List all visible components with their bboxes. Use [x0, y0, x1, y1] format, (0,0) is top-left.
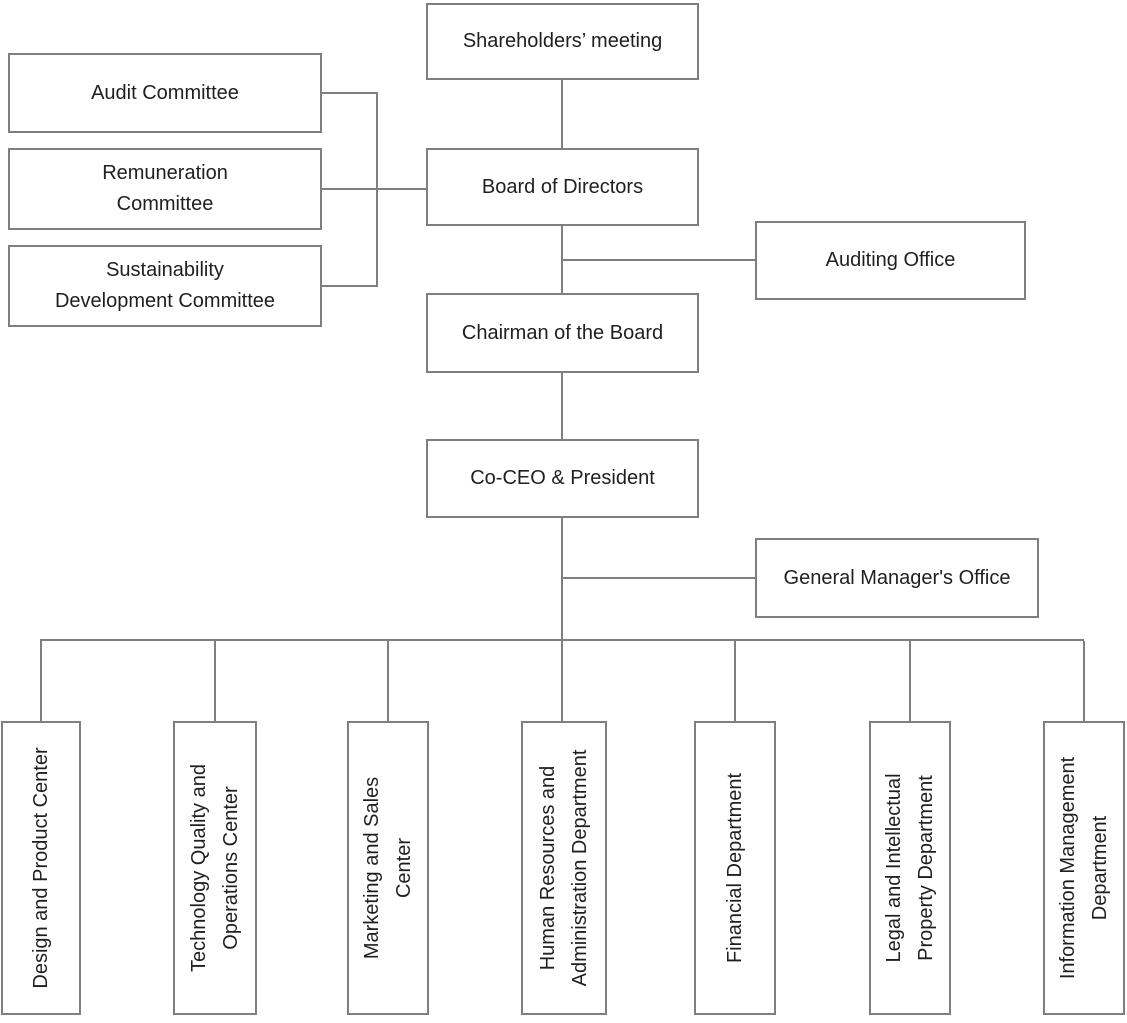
- connector-drop-information-dept: [1083, 641, 1085, 721]
- node-marketing-and-sales-center: Marketing and Sales Center: [347, 721, 429, 1015]
- connector-coceo-gm-office: [561, 577, 755, 579]
- node-general-managers-office: General Manager's Office: [755, 538, 1039, 618]
- node-label: Sustainability Development Committee: [54, 259, 276, 312]
- node-information-management-department: Information Management Department: [1043, 721, 1125, 1015]
- node-label: Design and Product Center: [30, 747, 52, 989]
- connector-drop-marketing-center: [387, 641, 389, 721]
- node-board-of-directors: Board of Directors: [426, 148, 699, 226]
- connector-drop-financial-dept: [734, 641, 736, 721]
- node-label: Marketing and Sales Center: [361, 776, 415, 960]
- node-label: Board of Directors: [481, 175, 644, 198]
- node-remuneration-committee: Remuneration Committee: [8, 148, 322, 230]
- node-label: Legal and Intellectual Property Departme…: [883, 773, 937, 963]
- node-label: Technology Quality and Operations Center: [188, 764, 242, 972]
- node-legal-intellectual-property-department: Legal and Intellectual Property Departme…: [869, 721, 951, 1015]
- connector-remuneration-board: [322, 188, 426, 190]
- node-chairman-of-the-board: Chairman of the Board: [426, 293, 699, 373]
- node-label: General Manager's Office: [783, 566, 1011, 589]
- node-label: Financial Department: [724, 772, 746, 964]
- node-label: Information Management Department: [1057, 756, 1111, 980]
- node-co-ceo-president: Co-CEO & President: [426, 439, 699, 518]
- node-label: Human Resources and Administration Depar…: [537, 749, 591, 987]
- connector-drop-legal-dept: [909, 641, 911, 721]
- connector-coceo-departments: [561, 518, 563, 721]
- connector-drop-design-center: [40, 641, 42, 721]
- connector-chairman-coceo: [561, 373, 563, 439]
- node-label: Audit Committee: [91, 81, 239, 104]
- node-label: Auditing Office: [825, 249, 956, 271]
- node-technology-quality-operations-center: Technology Quality and Operations Center: [173, 721, 257, 1015]
- connector-shareholders-board: [561, 80, 563, 148]
- node-audit-committee: Audit Committee: [8, 53, 322, 133]
- connector-sustainability-stub: [322, 285, 378, 287]
- node-financial-department: Financial Department: [694, 721, 776, 1015]
- node-sustainability-development-committee: Sustainability Development Committee: [8, 245, 322, 327]
- node-design-and-product-center: Design and Product Center: [1, 721, 81, 1015]
- node-shareholders-meeting: Shareholders’ meeting: [426, 3, 699, 80]
- connector-board-auditing-office: [561, 259, 755, 261]
- connector-drop-technology-center: [214, 641, 216, 721]
- node-label: Shareholders’ meeting: [462, 30, 663, 52]
- node-label: Chairman of the Board: [461, 321, 664, 344]
- connector-departments-bus: [40, 639, 1084, 641]
- node-label: Co-CEO & President: [470, 467, 655, 489]
- connector-audit-committee-stub: [322, 92, 378, 94]
- node-human-resources-administration-department: Human Resources and Administration Depar…: [521, 721, 607, 1015]
- node-auditing-office: Auditing Office: [755, 221, 1026, 300]
- node-label: Remuneration Committee: [102, 162, 228, 215]
